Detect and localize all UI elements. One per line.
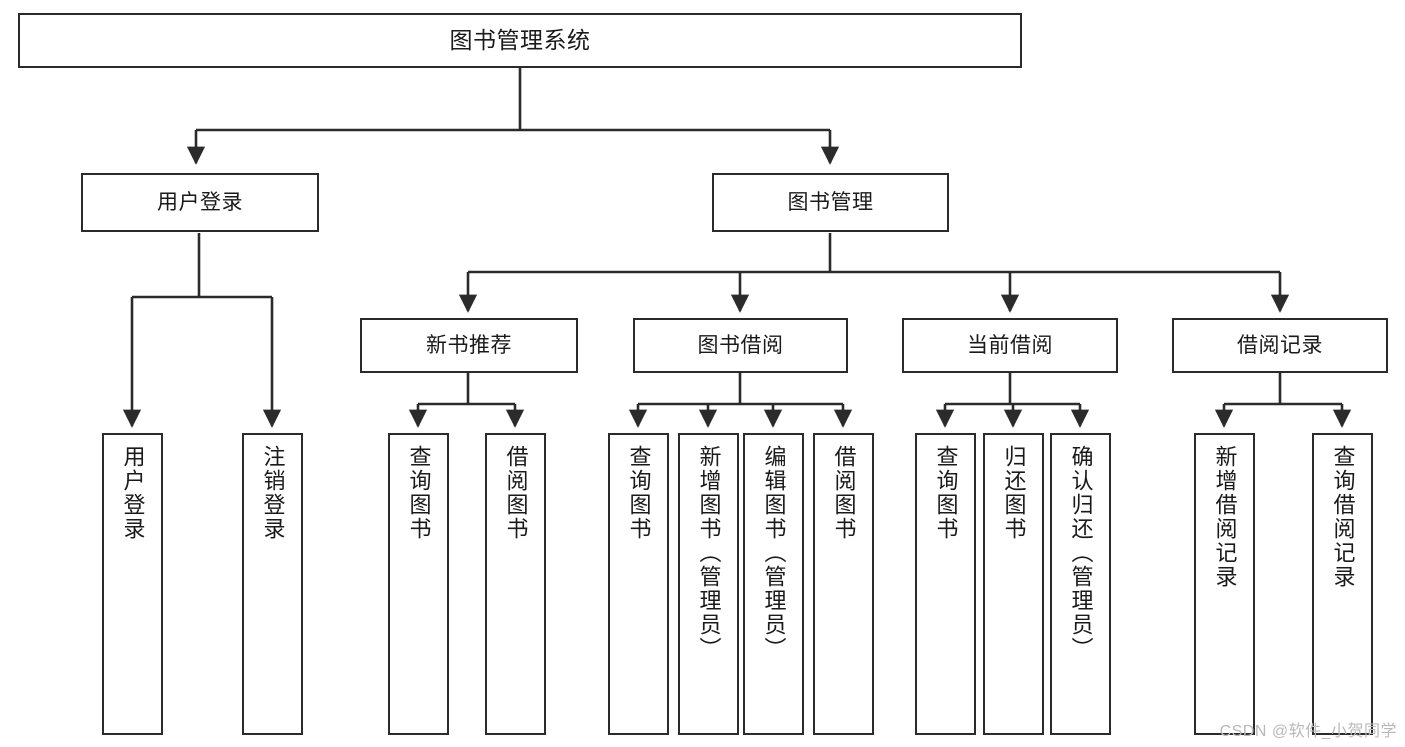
node-leaf-logout-login[interactable]: 注销登录: [242, 433, 303, 735]
node-current-borrow[interactable]: 当前借阅: [902, 318, 1118, 373]
node-leaf-borrow-book-recommend[interactable]: 借阅图书: [485, 433, 546, 735]
node-label: 查询借阅记录: [1330, 445, 1356, 589]
node-user-login[interactable]: 用户登录: [81, 173, 319, 232]
csdn-watermark: CSDN @软件_小贺同学: [1219, 723, 1397, 740]
node-new-book-recommend[interactable]: 新书推荐: [360, 318, 578, 373]
node-leaf-query-book-borrow[interactable]: 查询图书: [608, 433, 669, 735]
node-label: 新增图书（管理员）: [696, 445, 722, 661]
node-label: 新书推荐: [426, 333, 512, 357]
node-label: 图书管理系统: [449, 27, 591, 54]
node-label: 确认归还（管理员）: [1068, 445, 1094, 661]
node-label: 图书管理: [787, 190, 874, 214]
node-label: 新增借阅记录: [1212, 445, 1238, 589]
node-root-book-management-system[interactable]: 图书管理系统: [18, 13, 1022, 68]
node-label: 图书借阅: [697, 333, 784, 357]
node-book-borrow[interactable]: 图书借阅: [633, 318, 848, 373]
node-label: 用户登录: [120, 445, 146, 541]
node-label: 借阅图书: [831, 445, 857, 541]
node-leaf-query-book-recommend[interactable]: 查询图书: [388, 433, 449, 735]
node-leaf-return-book[interactable]: 归还图书: [983, 433, 1044, 735]
node-label: 借阅记录: [1237, 333, 1323, 357]
node-label: 查询图书: [406, 445, 432, 541]
node-leaf-confirm-return-admin[interactable]: 确认归还（管理员）: [1050, 433, 1111, 735]
node-leaf-query-borrow-record[interactable]: 查询借阅记录: [1312, 433, 1373, 735]
node-book-management[interactable]: 图书管理: [712, 173, 949, 232]
node-leaf-user-login[interactable]: 用户登录: [102, 433, 163, 735]
node-label: 归还图书: [1001, 445, 1027, 541]
node-leaf-query-book-current[interactable]: 查询图书: [915, 433, 976, 735]
node-label: 当前借阅: [967, 333, 1053, 357]
node-label: 注销登录: [260, 445, 286, 541]
node-leaf-add-book-admin[interactable]: 新增图书（管理员）: [678, 433, 739, 735]
node-label: 查询图书: [626, 445, 652, 541]
node-label: 借阅图书: [503, 445, 529, 541]
node-leaf-add-borrow-record[interactable]: 新增借阅记录: [1194, 433, 1255, 735]
node-label: 查询图书: [933, 445, 959, 541]
node-leaf-borrow-book[interactable]: 借阅图书: [813, 433, 874, 735]
node-label: 用户登录: [157, 190, 243, 214]
node-borrow-record[interactable]: 借阅记录: [1172, 318, 1388, 373]
node-leaf-edit-book-admin[interactable]: 编辑图书（管理员）: [743, 433, 804, 735]
node-label: 编辑图书（管理员）: [761, 445, 787, 661]
